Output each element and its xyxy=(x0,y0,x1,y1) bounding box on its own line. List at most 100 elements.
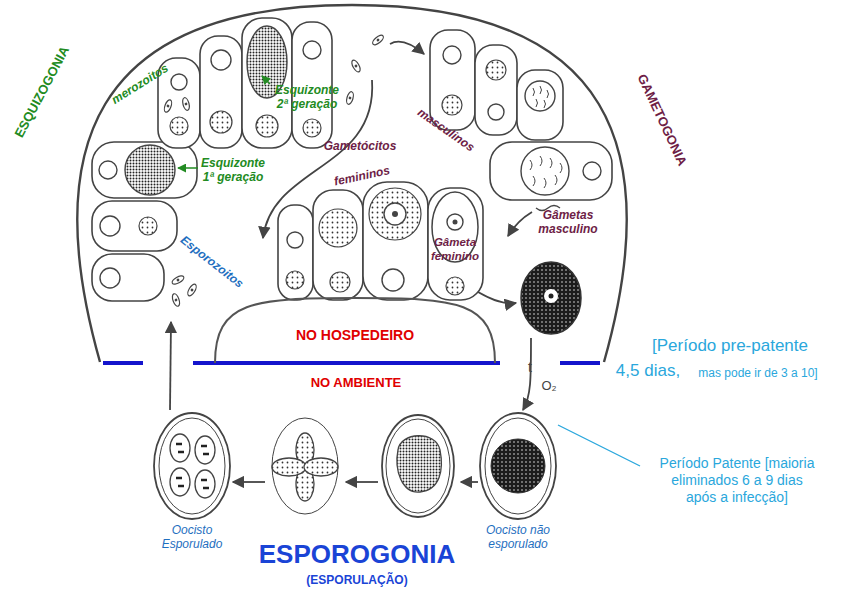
merozoite xyxy=(371,34,385,47)
nucleolus xyxy=(549,294,554,299)
stage-label: Gâmetas masculino xyxy=(532,208,604,237)
sporocyst xyxy=(195,436,215,464)
epithelial-cell xyxy=(490,142,612,200)
stage-label: t xyxy=(528,359,532,376)
cell-nucleus xyxy=(488,104,504,120)
label-pointer xyxy=(262,76,270,84)
epithelial-cell xyxy=(92,254,164,301)
microgamete-marks xyxy=(533,86,549,108)
oocyst-inner-wall xyxy=(272,418,338,514)
stage-label: O₂ xyxy=(541,378,556,394)
oocyst-node: Oocisto Esporulado xyxy=(142,410,242,558)
cycle-arrow xyxy=(390,42,424,54)
parasite-stage xyxy=(256,115,278,137)
node-label: NO HOSPEDEIRO xyxy=(213,327,497,344)
node-text-box: Oocisto Esporulado xyxy=(156,523,228,552)
oocyst-wall xyxy=(154,413,230,519)
stage-label: ESPOROGONIA xyxy=(259,539,455,570)
stage-label: merozoitos xyxy=(109,61,171,107)
parasite-stage xyxy=(170,117,188,135)
stage-label: Período Patente [maioria eliminados 6 a … xyxy=(656,455,818,505)
sporozoite xyxy=(171,274,185,286)
schizont xyxy=(125,145,175,195)
gametocyte-nucleus xyxy=(384,203,406,225)
cell-nucleus xyxy=(100,216,120,236)
epithelial-cell xyxy=(363,182,428,300)
oocyst-node: Oocisto não esporulado xyxy=(463,410,573,558)
cell-nucleus xyxy=(583,162,601,180)
cycle-arrow xyxy=(478,292,516,303)
stage-label: Esquizonte 1ª geração xyxy=(194,156,272,185)
parasite-stage xyxy=(446,277,464,295)
gamete-oval: Gâmeta feminino xyxy=(425,190,485,270)
microgametocyte xyxy=(521,147,569,195)
parasite-stage xyxy=(442,95,462,115)
stage-label: ESQUIZOGONIA xyxy=(11,44,72,141)
sporoblast xyxy=(304,458,338,476)
sporocyst xyxy=(170,434,190,462)
parasite-stage xyxy=(303,119,321,137)
parasite-stage xyxy=(330,272,350,292)
oocyst-wall xyxy=(480,413,556,519)
epithelial-cell xyxy=(475,45,517,135)
stage-label: mas pode ir de 3 a 10] xyxy=(698,366,817,380)
nucleolus xyxy=(453,220,458,225)
epithelial-cell xyxy=(278,205,313,300)
epithelial-cell xyxy=(517,70,563,140)
leader-line xyxy=(558,425,640,466)
stage-label: GAMETOGONIA xyxy=(634,72,690,169)
host-environment-line xyxy=(560,361,600,365)
stage-label: femininos xyxy=(333,163,391,189)
cycle-arrow xyxy=(233,481,265,483)
stage-label: NO AMBIENTE xyxy=(311,375,402,391)
merozoite xyxy=(181,97,190,111)
node-text-box: Oocisto não esporulado xyxy=(479,523,557,552)
parasite-stage xyxy=(210,111,232,133)
cell-nucleus xyxy=(287,232,303,248)
parasite-stage xyxy=(286,271,304,289)
node-text-box: NO HOSPEDEIRO xyxy=(213,327,497,344)
merozoite xyxy=(345,91,354,105)
cycle-arrow xyxy=(523,338,531,410)
stage-label: masculinos xyxy=(415,105,477,155)
cell-nucleus xyxy=(99,161,117,179)
zygote xyxy=(521,262,581,334)
sporozoite xyxy=(186,283,198,297)
merozoite xyxy=(350,59,362,73)
host-environment-line xyxy=(103,361,143,365)
macrogametocyte xyxy=(369,188,421,240)
cell-nucleus xyxy=(443,46,461,64)
parasite-stage xyxy=(486,60,506,80)
stage-label: 4,5 dias, xyxy=(616,361,680,381)
cycle-arrow xyxy=(170,322,171,410)
cycle-arrow xyxy=(508,212,532,236)
stage-label: (ESPORULAÇÃO) xyxy=(306,573,407,587)
node-label: Oocisto não esporulado xyxy=(479,523,557,552)
host-environment-line xyxy=(193,361,500,365)
cycle-arrow xyxy=(346,481,378,483)
nucleolus xyxy=(392,211,398,217)
stage-label: Esporozoitos xyxy=(178,233,247,291)
epithelial-cell xyxy=(313,190,363,300)
node-text-box: Gâmeta feminino xyxy=(425,236,485,264)
cell-nucleus xyxy=(171,74,187,90)
epithelial-cell xyxy=(92,201,177,251)
label-pointer xyxy=(178,167,198,169)
sporoblast xyxy=(272,458,306,476)
cell-nucleus xyxy=(211,50,231,70)
node-label: Gâmeta feminino xyxy=(425,236,485,264)
macrogametocyte xyxy=(319,209,357,247)
oocyst-inner-wall xyxy=(386,419,450,513)
oocyst-inner-wall xyxy=(159,418,225,514)
host-boundary xyxy=(77,5,627,362)
stage-label: Gametócitos xyxy=(324,139,397,153)
cell-nucleus xyxy=(382,269,404,291)
epithelial-cell xyxy=(200,36,242,148)
sporont xyxy=(491,439,545,493)
stage-label: Esquizonte 2ª geração xyxy=(268,83,346,112)
cycle-arrow xyxy=(461,481,478,483)
cell-nucleus xyxy=(100,268,120,288)
sporozoite-marks xyxy=(176,444,209,488)
zygote-nucleus xyxy=(544,289,558,303)
merozoite xyxy=(163,99,173,113)
